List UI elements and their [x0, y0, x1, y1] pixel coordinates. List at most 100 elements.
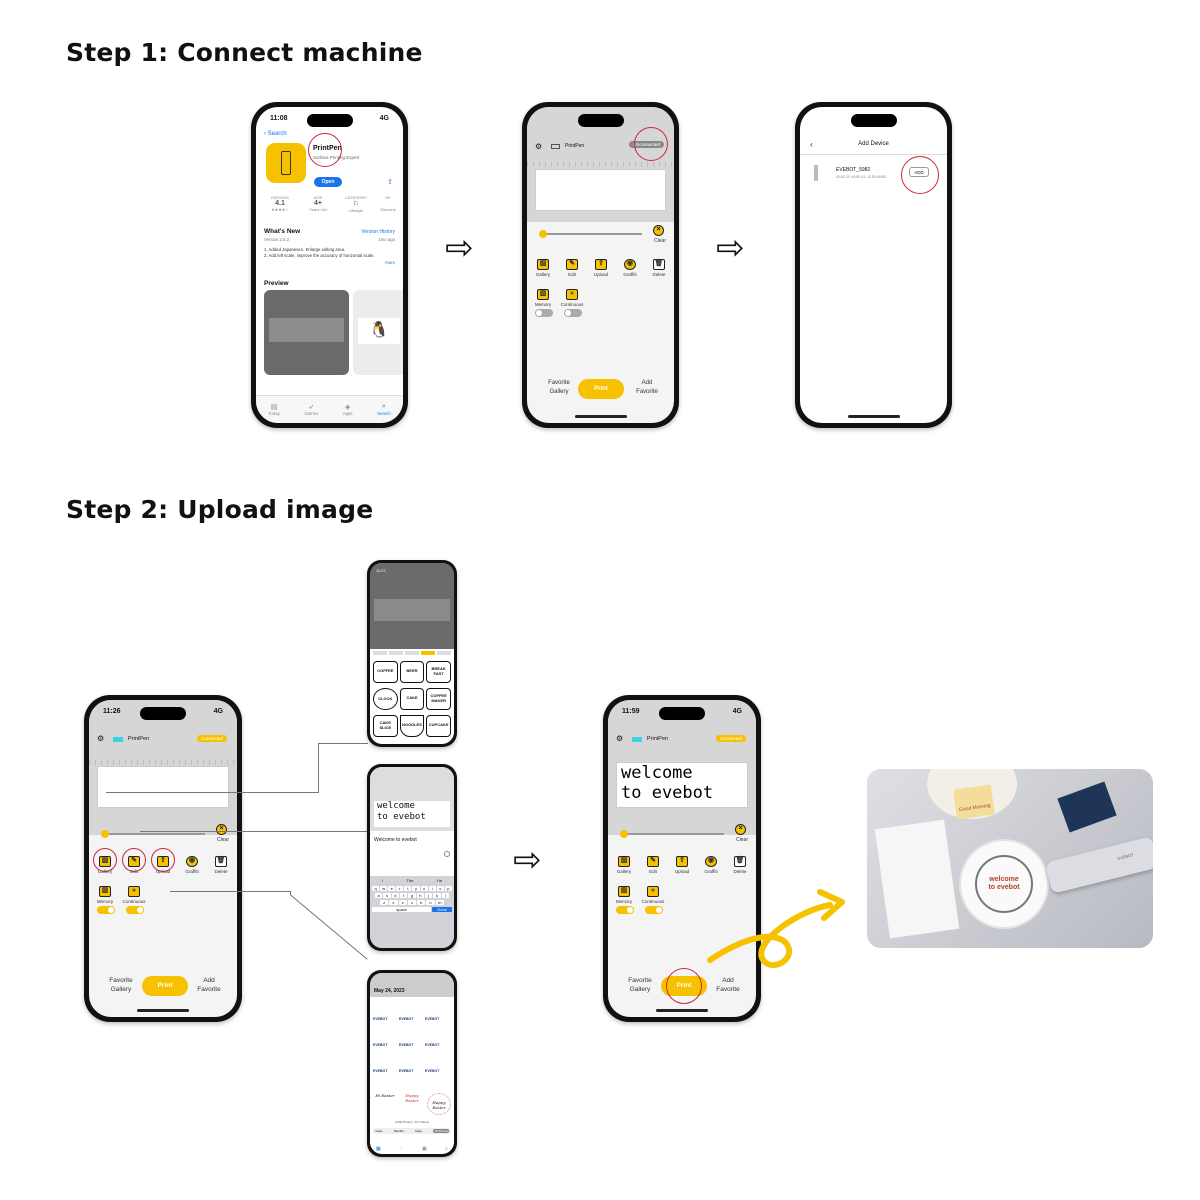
evebot-logo[interactable]: EVEBOT	[425, 1069, 440, 1073]
settings-gear-icon[interactable]: ⚙	[535, 142, 543, 151]
delete-button[interactable]: 🗑Delete	[733, 856, 747, 874]
albums-tab-icon[interactable]: ▣	[422, 1146, 427, 1152]
delete-button[interactable]: 🗑Delete	[214, 856, 228, 874]
key[interactable]: p	[444, 886, 452, 891]
tab-search[interactable]: ⌕Search	[377, 403, 391, 416]
edit-button[interactable]: ✎Edit	[640, 856, 666, 874]
size-slider[interactable]	[541, 233, 642, 235]
filter-years[interactable]: Years	[375, 1129, 383, 1133]
settings-gear-icon[interactable]: ⚙	[97, 734, 105, 743]
key[interactable]: v	[407, 900, 417, 905]
back-search-link[interactable]: ‹ Search	[264, 131, 287, 137]
key[interactable]: b	[417, 900, 426, 905]
evebot-logo[interactable]: EVEBOT	[425, 1043, 440, 1047]
space-key[interactable]: space	[372, 907, 432, 912]
key[interactable]: a	[375, 893, 383, 898]
edit-button[interactable]: ✎Edit	[559, 259, 585, 277]
key[interactable]: e	[388, 886, 396, 891]
evebot-logo[interactable]: EVEBOT	[373, 1069, 388, 1073]
key[interactable]: n	[426, 900, 435, 905]
key[interactable]: w	[380, 886, 388, 891]
gallery-button[interactable]: ▨Gallery	[616, 856, 632, 874]
evebot-logo[interactable]: EVEBOT	[399, 1069, 414, 1073]
key[interactable]: d	[391, 893, 399, 898]
key[interactable]: x	[389, 900, 398, 905]
share-icon[interactable]: ⇪	[387, 179, 393, 186]
tab-apps[interactable]: ◈Apps	[342, 404, 353, 416]
key[interactable]: z	[380, 900, 389, 905]
filter-all-photos[interactable]: All Photos	[433, 1129, 449, 1133]
key[interactable]: s	[383, 893, 391, 898]
beer-icon[interactable]: BEER	[399, 661, 425, 683]
memory-toggle[interactable]	[535, 309, 553, 317]
continuous-toggle[interactable]	[564, 309, 582, 317]
tab-today[interactable]: ▤Today	[268, 404, 280, 416]
coffee-icon[interactable]: COFFEE	[373, 661, 398, 683]
print-button[interactable]: Print	[142, 976, 188, 996]
text-input-preview[interactable]: Welcome to evebot	[374, 837, 417, 843]
preview-screenshot-1[interactable]	[264, 290, 349, 375]
upload-button[interactable]: ⇧Upload	[593, 259, 609, 277]
tab-games[interactable]: ➶Games	[304, 404, 319, 416]
open-button[interactable]: Open	[314, 177, 342, 187]
easter-image[interactable]: Happy Easter	[405, 1093, 419, 1103]
settings-gear-icon[interactable]: ⚙	[616, 734, 624, 743]
print-button[interactable]: Print	[578, 379, 624, 399]
library-tab-icon[interactable]: ▦	[376, 1146, 381, 1152]
graffiti-button[interactable]: ◉Graffiti	[623, 259, 637, 277]
connection-status-badge[interactable]: Connected	[197, 735, 227, 742]
clear-icon[interactable]: ×	[735, 824, 746, 835]
key[interactable]: j	[424, 893, 433, 898]
key[interactable]: u	[420, 886, 428, 891]
breakfast-icon[interactable]: BREAK FAST	[426, 661, 451, 683]
clock-icon[interactable]: CLOCK	[373, 688, 398, 710]
continuous-toggle[interactable]	[645, 906, 663, 914]
key[interactable]: y	[412, 886, 420, 891]
preview-screenshot-2[interactable]: 🐧	[353, 290, 403, 375]
key[interactable]: q	[372, 886, 380, 891]
evebot-logo[interactable]: EVEBOT	[425, 1017, 440, 1021]
easter-image[interactable]: Happy Easter	[427, 1093, 451, 1115]
connection-status-badge[interactable]: Connected	[716, 735, 746, 742]
search-tab-icon[interactable]: ⌕	[445, 1146, 448, 1152]
coffee-maker-icon[interactable]: COFFEE MAKER	[426, 688, 451, 710]
key[interactable]: o	[436, 886, 444, 891]
memory-toggle[interactable]	[616, 906, 634, 914]
done-key[interactable]: Done	[432, 907, 452, 912]
clear-icon[interactable]: ×	[216, 824, 227, 835]
evebot-logo[interactable]: EVEBOT	[399, 1017, 414, 1021]
key[interactable]: m	[435, 900, 444, 905]
slider-knob[interactable]	[101, 830, 109, 838]
cake-icon[interactable]: CAKE	[399, 688, 425, 710]
for-you-tab-icon[interactable]: ♡	[399, 1146, 404, 1152]
delete-button[interactable]: 🗑Delete	[652, 259, 666, 277]
cupcake-icon[interactable]: CUPCAKE	[426, 715, 451, 737]
size-slider[interactable]	[103, 833, 205, 835]
noodles-icon[interactable]: NOODLES	[399, 715, 425, 737]
size-slider[interactable]	[622, 833, 724, 835]
filter-days[interactable]: Days	[415, 1129, 423, 1133]
key[interactable]: g	[408, 893, 416, 898]
slider-knob[interactable]	[620, 830, 628, 838]
print-canvas[interactable]	[535, 169, 666, 211]
filter-months[interactable]: Months	[393, 1129, 404, 1133]
memory-toggle[interactable]	[97, 906, 115, 914]
easter-image[interactable]: Hi Easter	[375, 1093, 395, 1098]
upload-button[interactable]: ⇧Upload	[674, 856, 690, 874]
continuous-toggle[interactable]	[126, 906, 144, 914]
graffiti-button[interactable]: ◉Graffiti	[704, 856, 718, 874]
key[interactable]: k	[433, 893, 441, 898]
back-chevron-icon[interactable]: ‹	[810, 140, 813, 149]
evebot-logo[interactable]: EVEBOT	[373, 1043, 388, 1047]
key[interactable]: l	[441, 893, 449, 898]
print-canvas[interactable]	[97, 766, 229, 808]
